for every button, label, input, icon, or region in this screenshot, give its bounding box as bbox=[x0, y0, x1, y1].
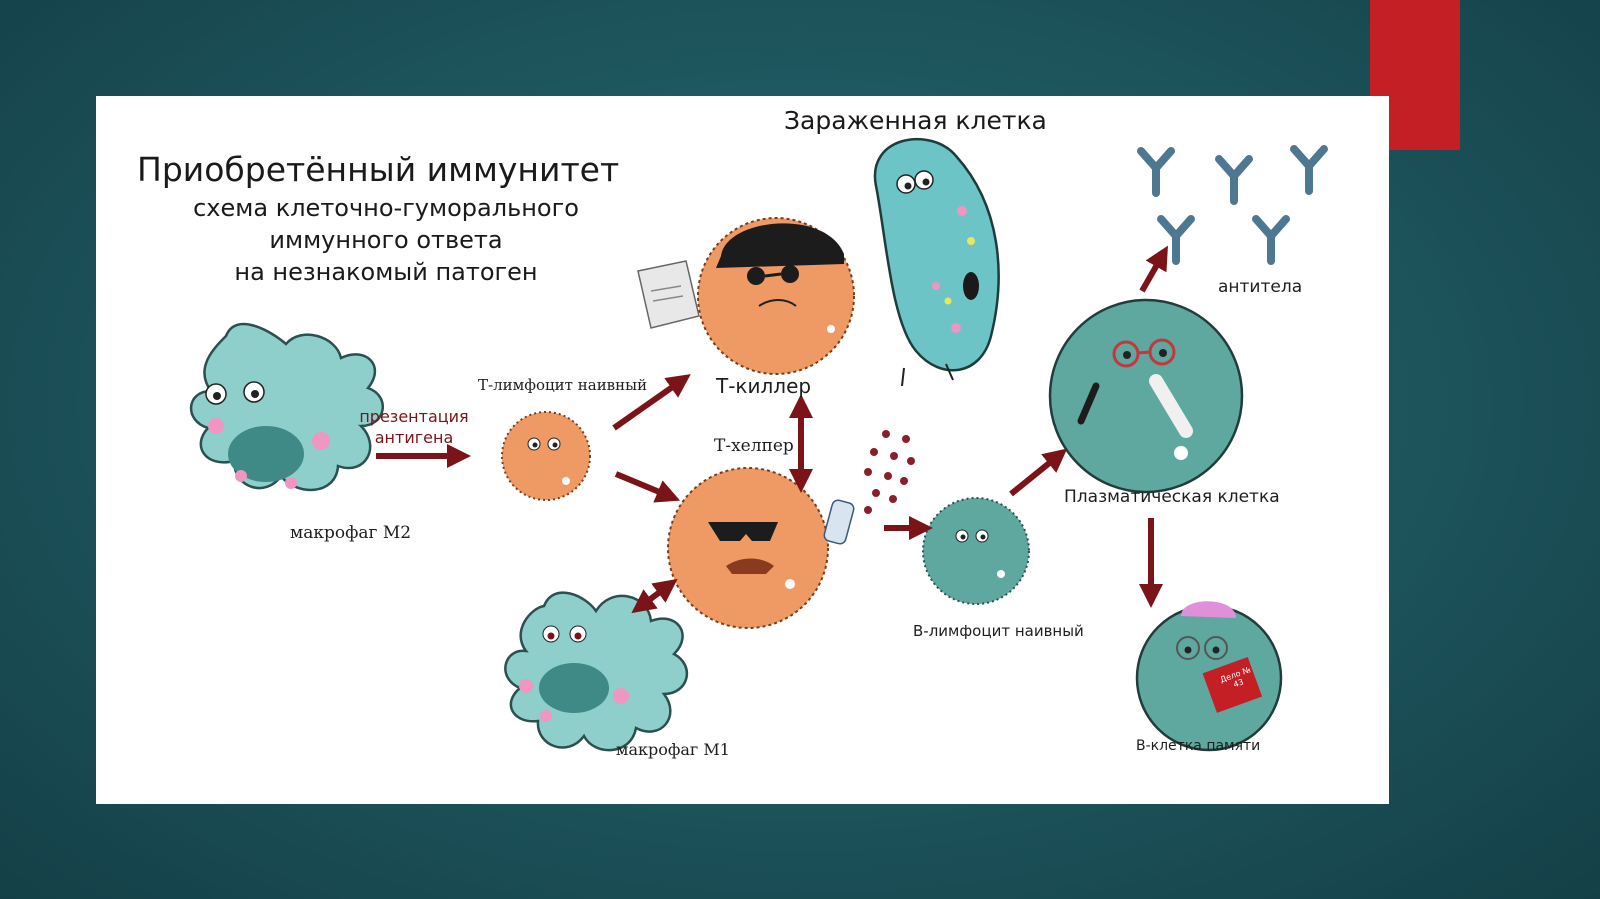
subtitle-line-2: иммунного ответа bbox=[269, 226, 503, 254]
arrow-b-to-plasma bbox=[1009, 448, 1068, 497]
antibodies-cluster bbox=[1137, 145, 1328, 265]
arrow-helper-m1 bbox=[631, 578, 678, 614]
label-macrophage-m2: макрофаг М2 bbox=[290, 523, 412, 543]
memory-b-cell bbox=[1135, 601, 1283, 752]
label-t-killer: Т-киллер bbox=[716, 374, 812, 398]
arrow-t-naive-to-killer bbox=[612, 374, 691, 431]
arrow-plasma-to-antibodies bbox=[1139, 245, 1168, 293]
subtitle-line-3: на незнакомый патоген bbox=[234, 258, 538, 286]
label-antigen-presentation-1: презентация bbox=[359, 407, 469, 426]
label-antibodies: антитела bbox=[1218, 277, 1303, 297]
t-lymphocyte-naive bbox=[501, 411, 591, 501]
cytokine-dots bbox=[864, 430, 915, 514]
label-antigen-presentation-2: антигена bbox=[374, 428, 454, 447]
label-memory-b-cell: В-клетка памяти bbox=[1136, 738, 1261, 754]
label-plasma-cell: Плазматическая клетка bbox=[1064, 487, 1280, 507]
b-lymphocyte-naive bbox=[922, 497, 1030, 605]
t-killer bbox=[637, 217, 855, 375]
flow-arrows bbox=[376, 245, 1168, 614]
slide-title: Приобретённый иммунитет bbox=[137, 150, 620, 189]
slide-canvas: Приобретённый иммунитет схема клеточно-г… bbox=[96, 96, 1389, 804]
label-t-lymphocyte-naive: Т-лимфоцит наивный bbox=[478, 376, 648, 394]
label-b-lymphocyte-naive: В-лимфоцит наивный bbox=[913, 622, 1084, 640]
label-macrophage-m1: макрофаг М1 bbox=[616, 740, 730, 759]
macrophage-m1 bbox=[504, 591, 689, 752]
infected-cell bbox=[873, 137, 1000, 387]
plasma-cell bbox=[1048, 298, 1244, 494]
diagram-illustration bbox=[189, 137, 1328, 752]
label-t-helper: Т-хелпер bbox=[714, 436, 794, 456]
label-infected-cell: Зараженная клетка bbox=[784, 106, 1047, 135]
t-helper bbox=[667, 467, 855, 629]
subtitle-line-1: схема клеточно-гуморального bbox=[193, 194, 579, 222]
arrow-t-naive-to-helper bbox=[614, 471, 681, 503]
macrophage-m2 bbox=[189, 322, 385, 492]
